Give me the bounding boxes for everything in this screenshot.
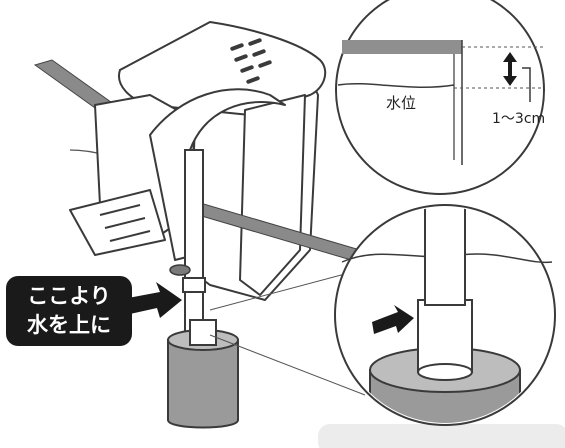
water-level-detail bbox=[335, 0, 545, 195]
bottom-panel bbox=[318, 424, 565, 448]
pipe-joint bbox=[182, 277, 206, 293]
lid-vent-slots bbox=[230, 38, 272, 84]
water-level-label: 水位 bbox=[386, 94, 417, 112]
up-down-arrow-icon bbox=[503, 52, 517, 86]
range-leader-line bbox=[522, 67, 531, 102]
pointer-arrow-icon bbox=[372, 305, 414, 334]
water-level-range-label: 1～3cm bbox=[492, 111, 546, 127]
gauge-bar bbox=[342, 40, 462, 54]
callout-arrow-icon bbox=[128, 282, 182, 318]
water-surface-line bbox=[337, 82, 455, 88]
callout-line-1: ここより bbox=[27, 284, 111, 308]
strainer-sponge bbox=[167, 319, 239, 429]
intake-hook bbox=[149, 88, 286, 261]
pipe-detail bbox=[334, 204, 556, 426]
zoom-lines bbox=[209, 269, 366, 396]
callout-box: ここより 水を上に bbox=[6, 276, 132, 346]
suction-cup bbox=[169, 264, 191, 276]
callout-line-2: 水を上に bbox=[27, 313, 111, 337]
filter-body bbox=[94, 21, 327, 301]
outflow-lip bbox=[69, 189, 166, 256]
